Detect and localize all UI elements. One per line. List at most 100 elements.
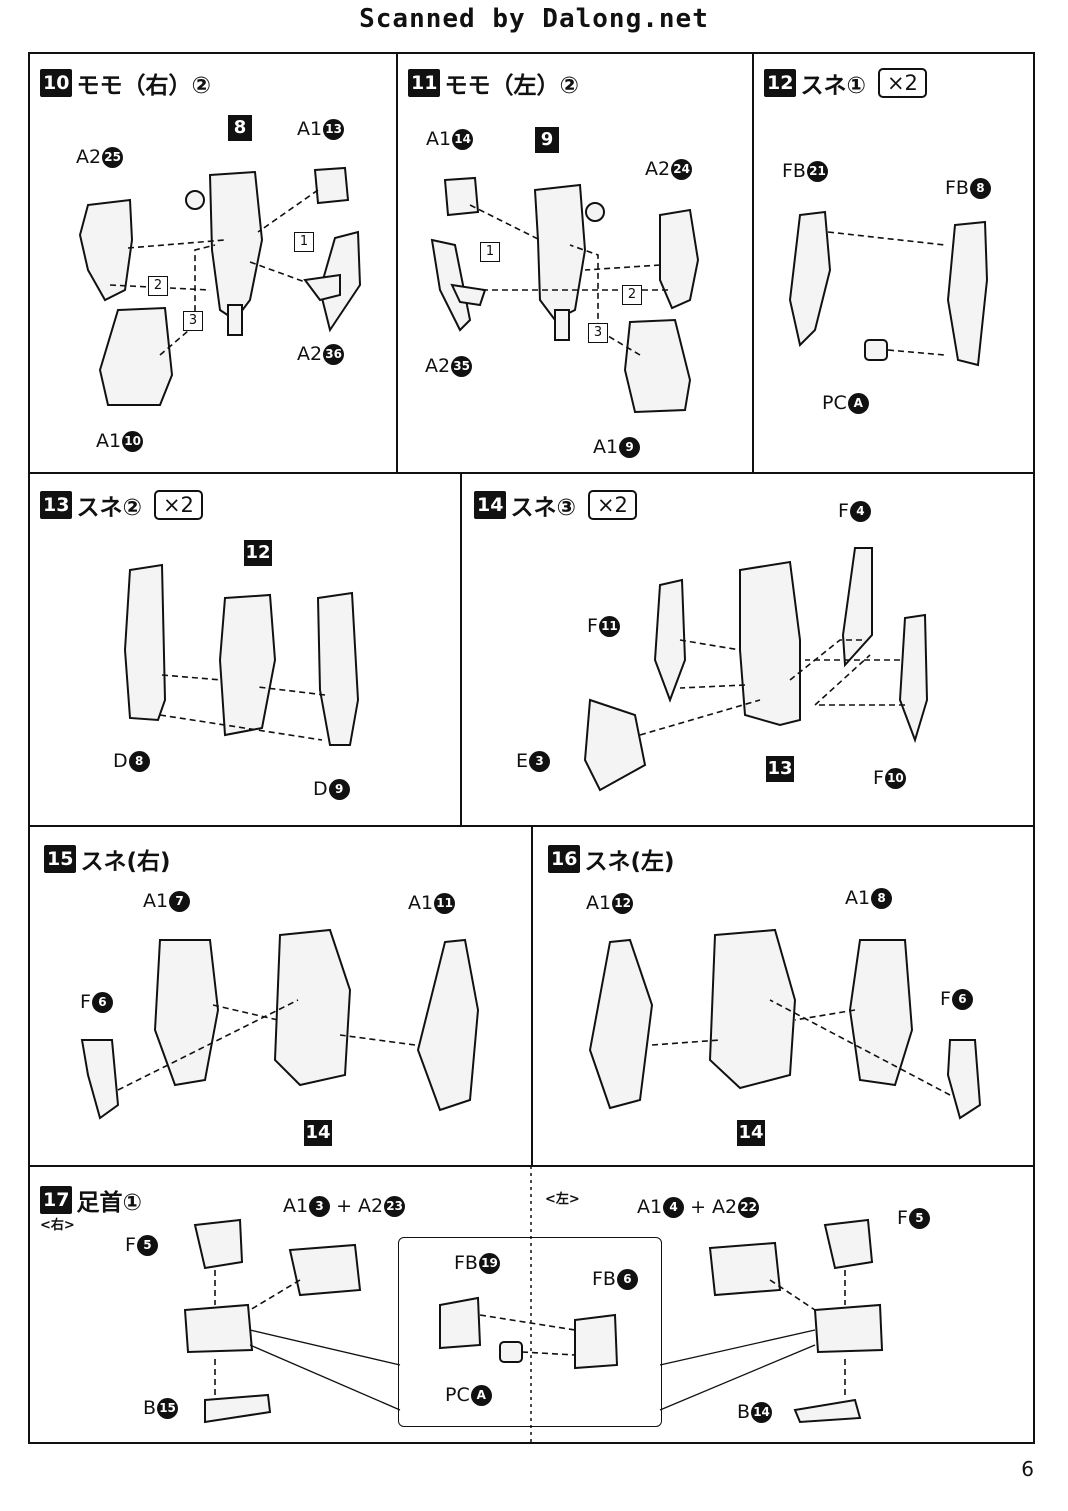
step-14-number: 14 — [474, 491, 507, 519]
part-a1-9-shape — [623, 318, 692, 414]
divider-10-11 — [396, 52, 398, 473]
subassembly-14-tag-l: 14 — [737, 1120, 765, 1146]
part-b14-shape — [793, 1398, 862, 1424]
part-13-shape — [739, 560, 801, 727]
part-12-shape — [218, 593, 277, 737]
divider-11-12 — [752, 52, 754, 473]
step-11-label: モモ（左）② — [444, 73, 579, 99]
body-8-shape — [208, 170, 264, 322]
step-10-number: 10 — [40, 69, 73, 97]
subassembly-13-tag: 13 — [766, 756, 794, 782]
divider-15-16 — [531, 825, 533, 1166]
part-a1-3-shape — [288, 1243, 362, 1297]
step-15-title: 15 スネ(右) — [44, 842, 170, 876]
instruction-frame — [28, 52, 1035, 1444]
part-f10-shape — [898, 613, 929, 744]
step-17-left-label: <左> — [545, 1192, 580, 1207]
ankle-shape-r — [183, 1303, 254, 1354]
part-a1-4-shape — [708, 1241, 782, 1297]
part-fb-6-shape — [574, 1313, 619, 1370]
step-16-title: 16 スネ(左) — [548, 842, 674, 876]
step-12-title: 12 スネ① ×2 — [764, 66, 927, 100]
part-a1-14-shape — [443, 176, 480, 217]
step-10-label: モモ（右）② — [76, 73, 211, 99]
body-8-peg — [227, 304, 243, 336]
part-a2-24-shape — [659, 208, 700, 310]
sequence-2-s10: 2 — [148, 276, 168, 296]
step-15-label: スネ(右) — [80, 849, 171, 875]
ankle-shape-l — [813, 1303, 884, 1354]
step-13-multiplier: ×2 — [153, 490, 203, 520]
sequence-2-s11: 2 — [622, 285, 642, 305]
part-f5-shape-l — [823, 1218, 874, 1270]
sequence-1-s10: 1 — [294, 232, 314, 252]
part-f4-shape — [841, 547, 873, 668]
divider-row1 — [28, 472, 1035, 474]
page-number: 6 — [1021, 1457, 1034, 1481]
step-17-right-label: <右> — [40, 1218, 75, 1233]
divider-13-14 — [460, 472, 462, 826]
step-12-label: スネ① — [800, 73, 866, 99]
step-13-number: 13 — [40, 491, 73, 519]
sequence-1-s11: 1 — [480, 242, 500, 262]
step-17-title: 17 足首① — [40, 1183, 142, 1217]
subassembly-8-tag: 8 — [228, 115, 252, 141]
step-13-label: スネ② — [76, 495, 142, 521]
part-14-shape-r — [273, 928, 352, 1087]
step-10-title: 10 モモ（右）② — [40, 66, 211, 100]
part-fb-8-shape — [946, 220, 989, 367]
scanner-header: Scanned by Dalong.net — [359, 4, 709, 34]
step-11-number: 11 — [408, 69, 441, 97]
part-14-shape-l — [708, 928, 797, 1090]
part-a1-8-shape — [848, 939, 914, 1087]
part-fb-21-shape — [788, 210, 832, 347]
part-f11-shape — [653, 578, 687, 703]
part-a1-12-shape — [588, 938, 654, 1110]
part-f5-shape-r — [193, 1218, 244, 1270]
part-a2-25-shape — [78, 198, 134, 302]
part-a1-10-shape — [98, 306, 174, 406]
step-15-number: 15 — [44, 845, 77, 873]
step-14-label: スネ③ — [510, 495, 576, 521]
step-16-number: 16 — [548, 845, 581, 873]
joint-ball — [185, 190, 205, 210]
part-f6-shape-r — [80, 1039, 120, 1120]
step-17-number: 17 — [40, 1186, 73, 1214]
sequence-3-s11: 3 — [588, 323, 608, 343]
step-16-label: スネ(左) — [584, 849, 675, 875]
subassembly-9-tag: 9 — [535, 127, 559, 153]
part-pc-a-shape — [864, 339, 888, 361]
subassembly-12-tag: 12 — [244, 540, 272, 566]
part-a1-7-shape — [153, 939, 220, 1087]
